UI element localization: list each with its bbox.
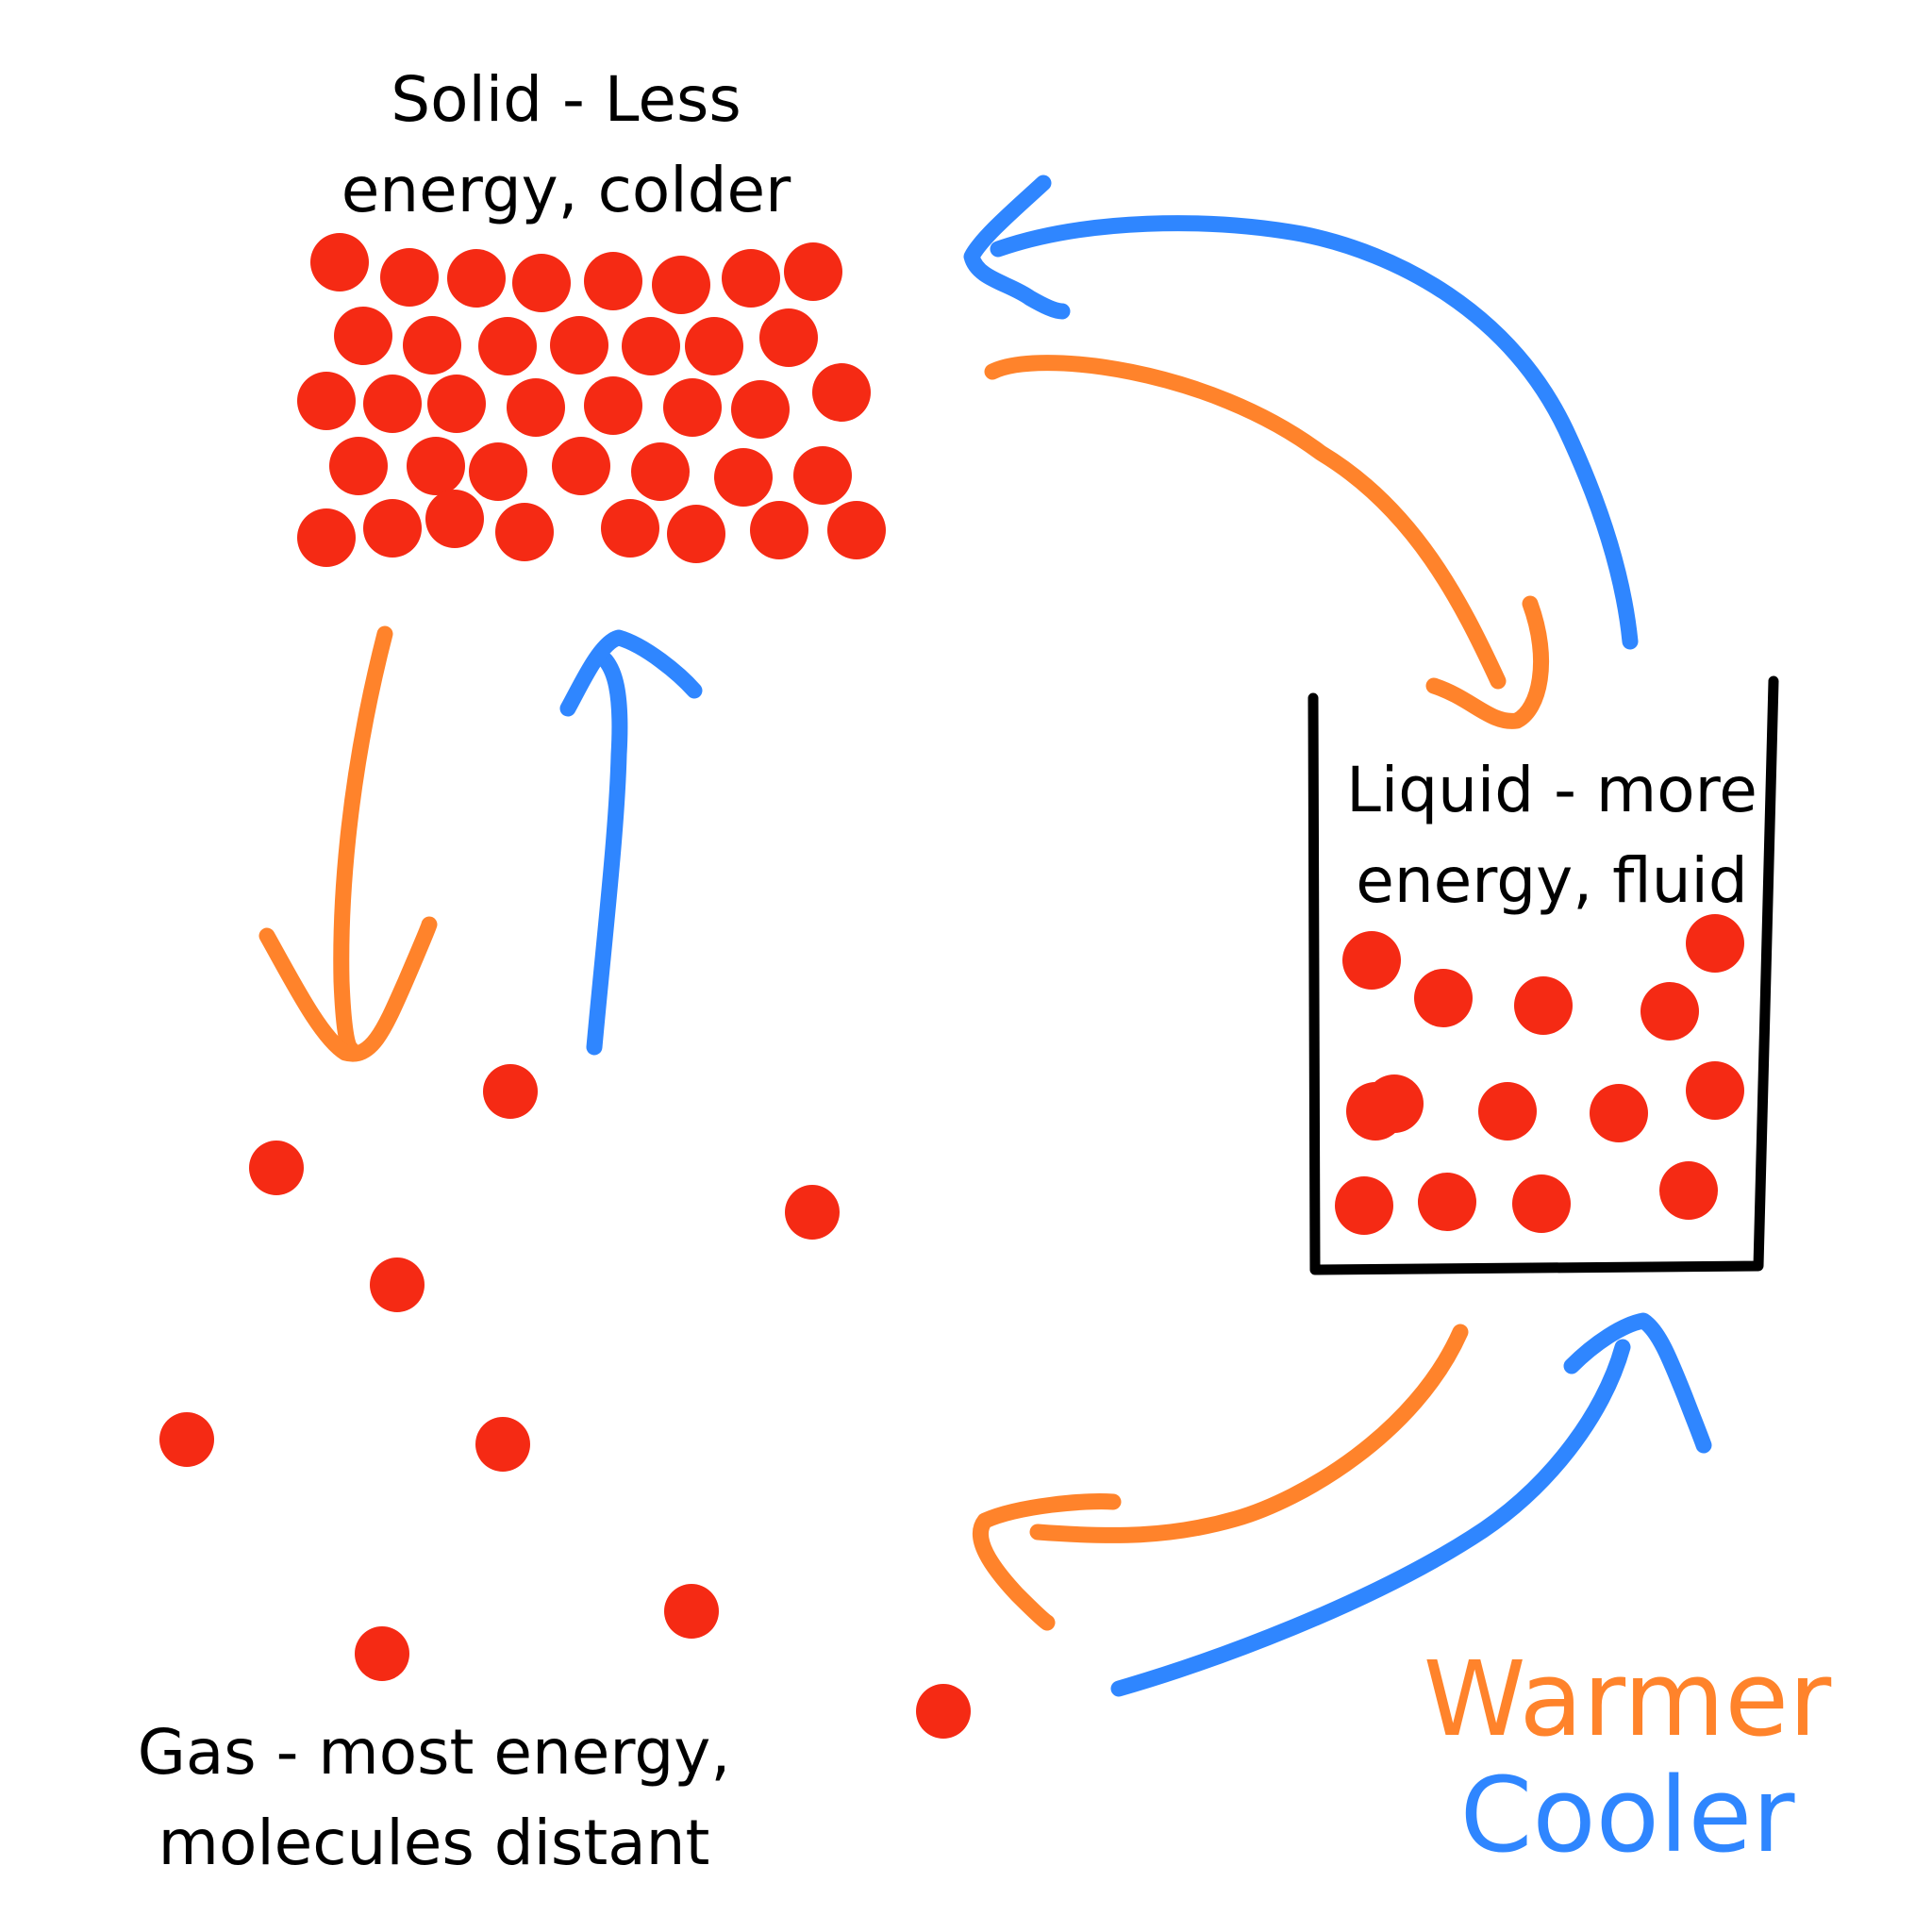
solid-molecules [297,233,886,567]
molecule [478,317,537,375]
molecule [784,242,842,301]
molecule [297,372,356,430]
solid-liquid-arrows [963,175,1639,729]
solid-gas-arrows [258,625,703,1062]
molecule [664,1584,719,1639]
warmer-arrow-solid-to-liquid [984,355,1507,690]
molecule [447,249,506,308]
molecule [916,1684,971,1739]
molecule [403,316,461,375]
molecule [355,1626,409,1681]
liquid-label-line2: energy, fluid [1356,843,1748,917]
molecule [631,442,690,501]
molecule [685,317,743,375]
molecule [329,437,388,495]
molecule [552,437,610,495]
molecule [1641,982,1699,1041]
molecule [475,1417,530,1472]
molecule [793,446,852,505]
molecule [652,256,710,314]
molecule [370,1257,425,1312]
liquid-molecules [1335,914,1744,1235]
molecule [1342,931,1401,990]
molecule [310,233,369,291]
molecule [1590,1084,1648,1142]
molecule [507,378,565,437]
cooler-arrow-gas-to-liquid [1110,1339,1631,1697]
molecule [1418,1173,1476,1231]
cooler-arrow-liquid-to-solid [990,215,1639,650]
molecule [550,316,608,375]
legend: Warmer Cooler [1406,1641,1849,1874]
cooler-arrowhead [963,175,1071,320]
molecule [427,375,486,433]
molecule [731,380,790,439]
molecule [1414,969,1473,1027]
gas-label: Gas - most energy, molecules distant [94,1707,774,1888]
cooler-arrow-gas-to-solid [586,652,628,1056]
solid-label-line2: energy, colder [341,153,791,226]
liquid-container [1307,675,1779,1275]
warmer-arrow-solid-to-gas [333,625,393,1058]
molecule [1335,1176,1393,1235]
molecule [622,317,680,375]
molecule [722,249,780,308]
molecule [407,437,465,495]
gas-label-line1: Gas - most energy, [137,1716,731,1789]
molecule [759,308,818,367]
molecule [495,503,554,561]
gas-molecules [159,1064,971,1739]
warmer-arrowhead [972,1493,1122,1631]
molecule [1686,914,1744,973]
liquid-gas-arrows [972,1312,1712,1697]
warmer-arrow-liquid-to-gas [1029,1324,1469,1543]
molecule [827,501,886,559]
solid-label: Solid - Less energy, colder [302,55,830,235]
molecule [584,376,642,435]
solid-label-line1: Solid - Less [391,63,741,136]
molecule [380,248,439,307]
liquid-label: Liquid - more energy, fluid [1311,745,1792,925]
molecule [512,254,571,312]
molecule [1478,1082,1537,1141]
gas-label-line2: molecules distant [158,1806,710,1879]
cooler-arrowhead [559,629,703,717]
molecule [812,363,871,422]
molecule [1365,1074,1424,1133]
molecule [1512,1174,1571,1233]
legend-warmer: Warmer [1423,1639,1832,1759]
molecule [663,378,722,437]
molecule [1659,1161,1718,1220]
molecule [667,505,725,563]
molecule [363,499,422,558]
legend-cooler: Cooler [1459,1755,1795,1876]
molecule [363,375,422,433]
molecule [601,499,659,558]
molecule [249,1141,304,1195]
molecule [159,1412,214,1467]
molecule [425,490,484,548]
molecule [714,448,773,507]
molecule [750,501,808,559]
molecule [297,508,356,567]
molecule [469,442,527,501]
molecule [785,1185,840,1240]
molecule [483,1064,538,1119]
warmer-arrowhead [258,916,438,1062]
warmer-arrowhead [1425,595,1550,729]
molecule [1686,1061,1744,1120]
molecule [1514,976,1573,1035]
cooler-arrowhead [1563,1312,1712,1454]
molecule [334,307,392,365]
molecule [584,252,642,310]
liquid-label-line1: Liquid - more [1346,754,1757,826]
